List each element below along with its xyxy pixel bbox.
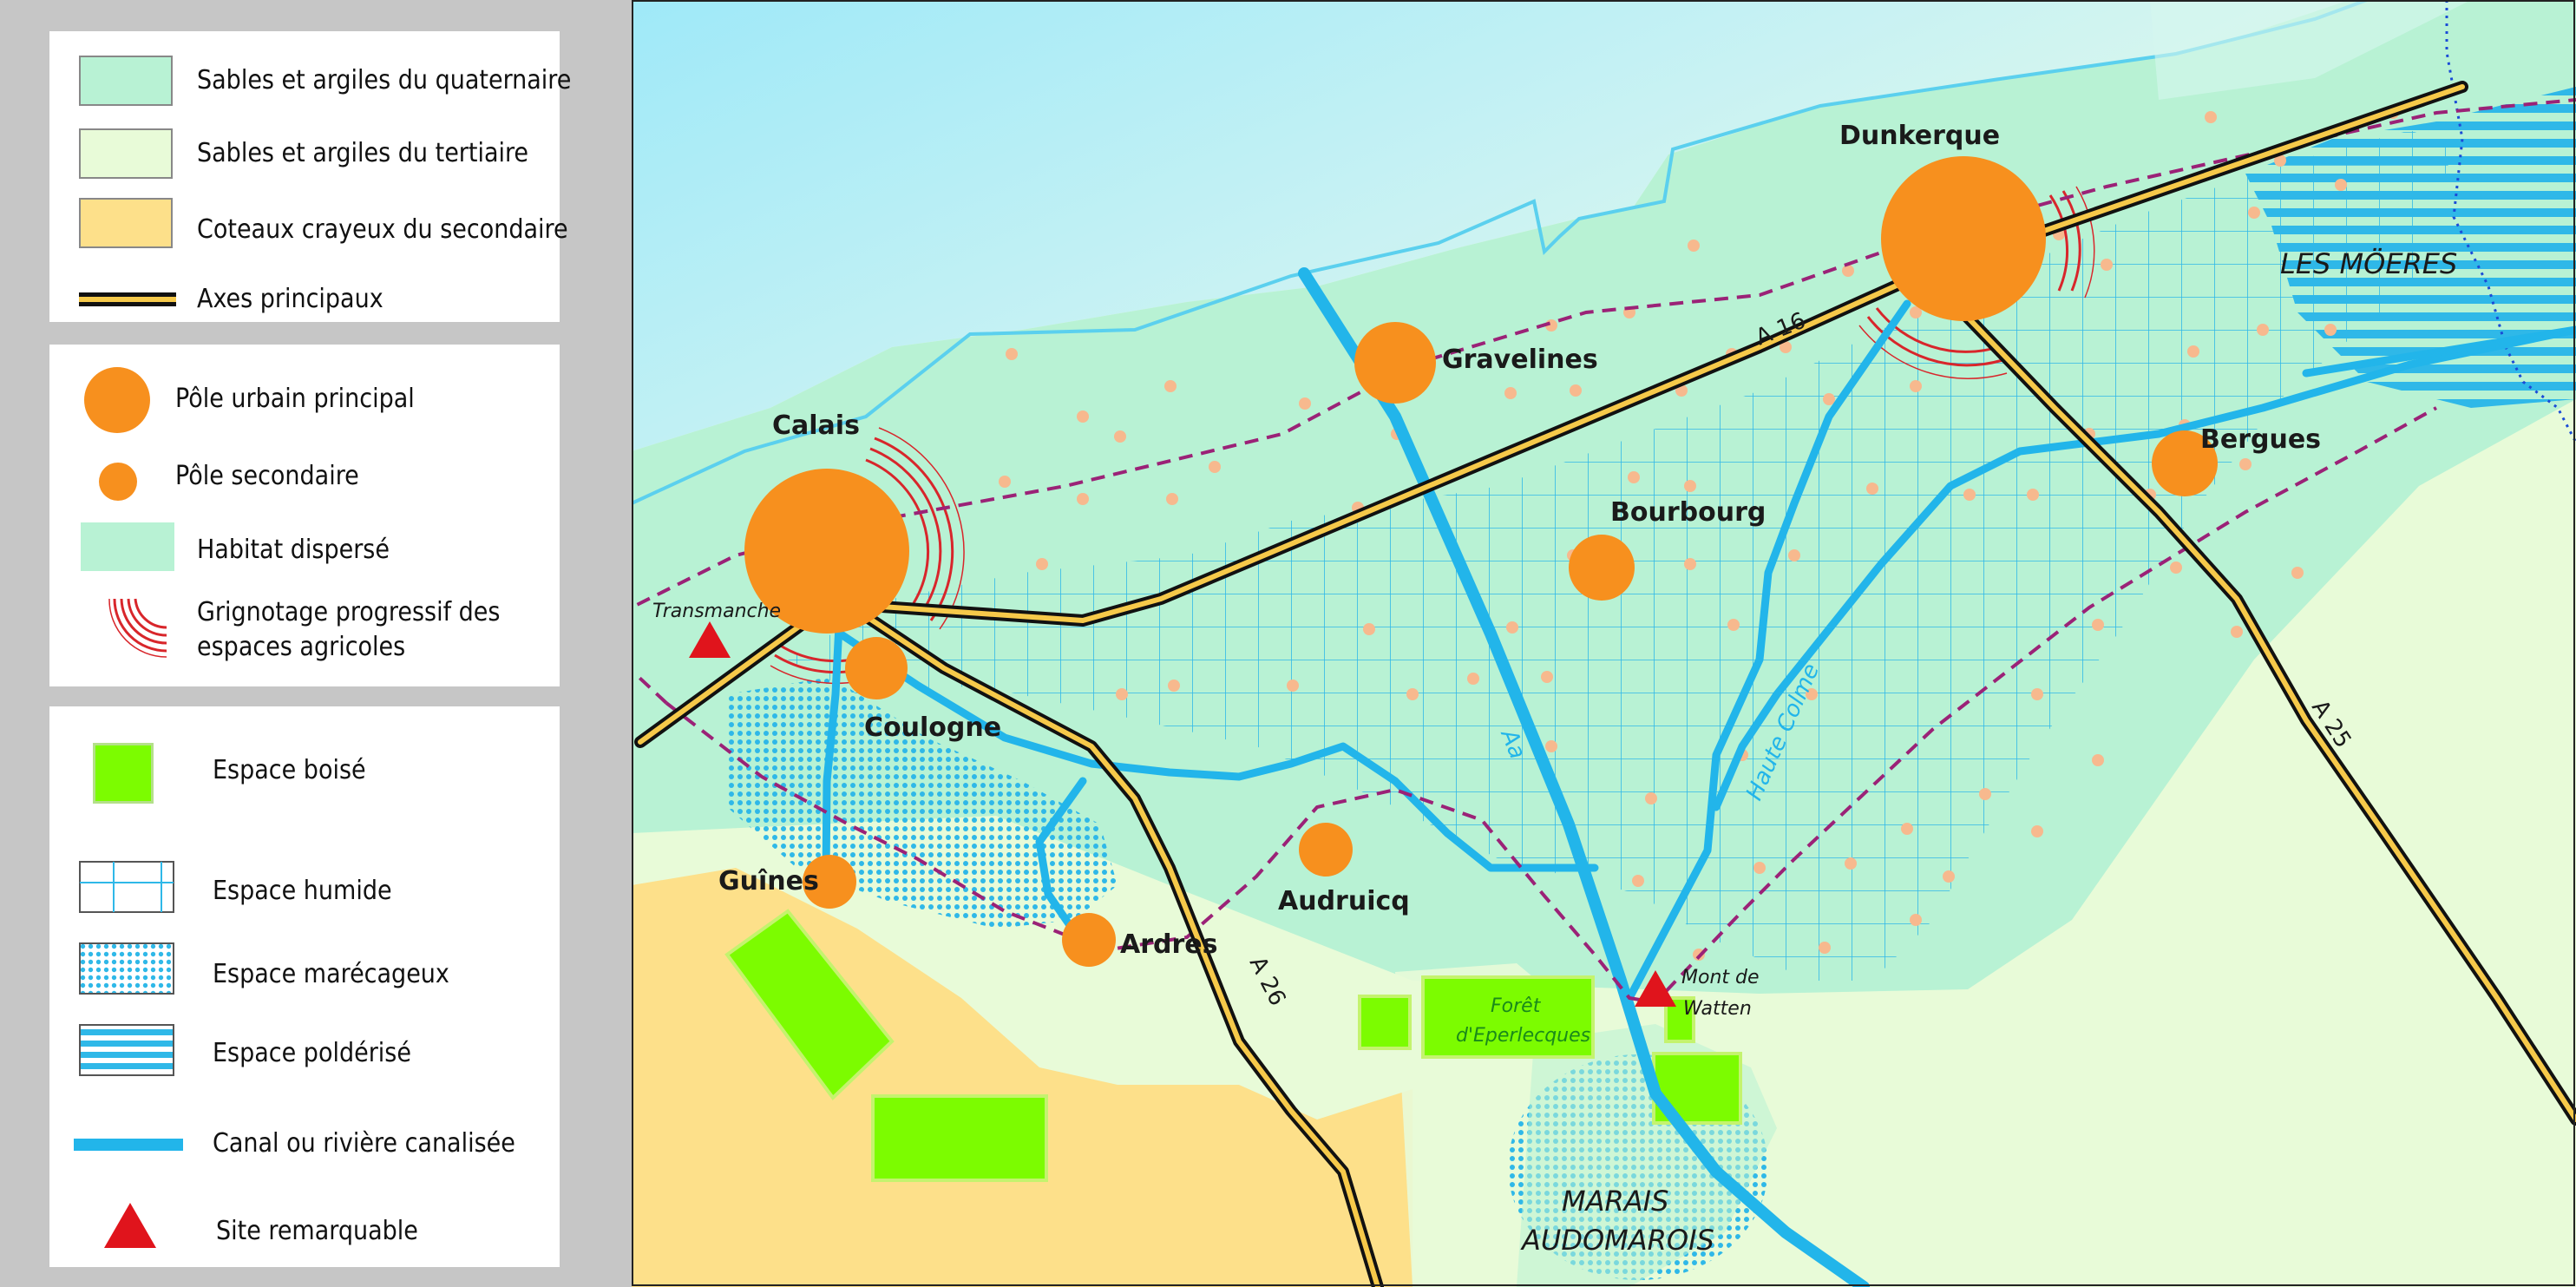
label-foret-1: Forêt [1491, 995, 1542, 1017]
legend-label: Sables et argiles du tertiaire [197, 138, 529, 168]
legend-panel: Sables et argiles du quaternaire Sables … [0, 0, 632, 1287]
legend-label: espaces agricoles [197, 632, 406, 662]
legend-label: Espace marécageux [213, 959, 449, 989]
map-border [632, 0, 2575, 1286]
legend-label: Habitat dispersé [197, 535, 390, 565]
canal-calais-audruicq [836, 629, 1599, 872]
legend-box-soils: Sables et argiles du quaternaire Sables … [49, 31, 571, 322]
wood-areas [724, 909, 1742, 1182]
legend-item-tertiary: Sables et argiles du tertiaire [49, 128, 560, 181]
label-audruicq: Audruicq [1278, 886, 1410, 916]
pole-coulogne [845, 637, 908, 699]
pole-bergues [2152, 430, 2218, 496]
legend-label: Site remarquable [216, 1216, 418, 1246]
map: Dunkerque Calais Gravelines Bourbourg Be… [632, 0, 2576, 1287]
legend-item-axes: Axes principaux [49, 276, 560, 328]
wetland-swatch-icon [79, 861, 174, 913]
dispersed-habitat-swatch [81, 522, 174, 571]
label-marais-1: MARAIS [1562, 1185, 1668, 1218]
label-dunkerque: Dunkerque [1839, 121, 2000, 151]
quaternary-swatch [79, 56, 173, 106]
legend-label: Canal ou rivière canalisée [213, 1128, 515, 1159]
label-marais-2: AUDOMAROIS [1520, 1224, 1714, 1257]
pole-bourbourg [1569, 535, 1635, 601]
wood-guines [724, 909, 895, 1101]
marsh-swatch-icon [79, 942, 174, 995]
label-ardres: Ardres [1120, 929, 1218, 960]
pole-dunkerque [1881, 156, 2046, 321]
site-watten-icon [1635, 970, 1676, 1007]
remarkable-site-icon [104, 1203, 156, 1248]
chalk-swatch [79, 198, 173, 248]
pole-guines [803, 855, 856, 909]
legend-label: Grignotage progressif des [197, 597, 501, 627]
grignotage-icon [108, 598, 167, 658]
pole-calais [744, 469, 909, 634]
canal-swatch [74, 1139, 183, 1151]
legend-label: Axes principaux [197, 284, 383, 314]
wood-small [1358, 995, 1412, 1050]
pole-ardres [1062, 913, 1116, 967]
label-watten-1: Mont de [1681, 967, 1760, 988]
canal-bergues [1712, 325, 2576, 811]
wood-eperlecques [1421, 975, 1595, 1059]
label-calais: Calais [772, 410, 860, 441]
site-transmanche-icon [689, 621, 731, 658]
canal-haute-colme [1625, 299, 1911, 1002]
legend-label: Pôle secondaire [175, 461, 359, 491]
label-bergues: Bergues [2200, 424, 2321, 455]
legend-label: Espace poldérisé [213, 1038, 411, 1068]
legend-box-urban: Pôle urbain principal Pôle secondaire Ha… [49, 345, 560, 686]
wood-swatch [93, 743, 154, 804]
road-swatch-icon [79, 292, 176, 306]
legend-label: Sables et argiles du quaternaire [197, 65, 572, 95]
canal-ardres [1035, 777, 1087, 946]
legend-label: Pôle urbain principal [175, 384, 415, 414]
label-bourbourg: Bourbourg [1610, 497, 1766, 528]
legend-box-land: Espace boisé Espace humide Espace maréca… [49, 706, 560, 1267]
pole-audruicq [1299, 823, 1353, 877]
legend-label: Coteaux crayeux du secondaire [197, 214, 568, 245]
legend-label: Espace boisé [213, 755, 366, 785]
dispersed-habitat-dots [999, 107, 2399, 961]
legend-label: Espace humide [213, 876, 392, 906]
map-frame: Dunkerque Calais Gravelines Bourbourg Be… [632, 0, 2576, 1287]
coastline [632, 0, 2368, 505]
secondary-pole-icon [99, 463, 137, 501]
wood-south [871, 1094, 1048, 1182]
tertiary-swatch [79, 128, 173, 179]
label-coulogne: Coulogne [864, 712, 1001, 743]
canal-guines [822, 603, 844, 881]
polder-swatch-icon [79, 1024, 174, 1076]
legend-item-quaternary: Sables et argiles du quaternaire [49, 56, 571, 108]
legend-item-chalk: Coteaux crayeux du secondaire [49, 198, 568, 250]
pole-gravelines [1354, 322, 1436, 404]
urban-poles [744, 156, 2218, 967]
label-gravelines: Gravelines [1442, 345, 1598, 375]
label-foret-2: d'Eperlecques [1456, 1025, 1590, 1047]
sea-area [632, 0, 2350, 451]
label-les-moeres: LES MÖERES [2280, 247, 2457, 280]
main-pole-icon [84, 367, 150, 433]
canals [822, 267, 2576, 1287]
label-watten-2: Watten [1683, 998, 1752, 1020]
label-guines: Guînes [718, 866, 819, 896]
label-transmanche: Transmanche [652, 601, 781, 622]
